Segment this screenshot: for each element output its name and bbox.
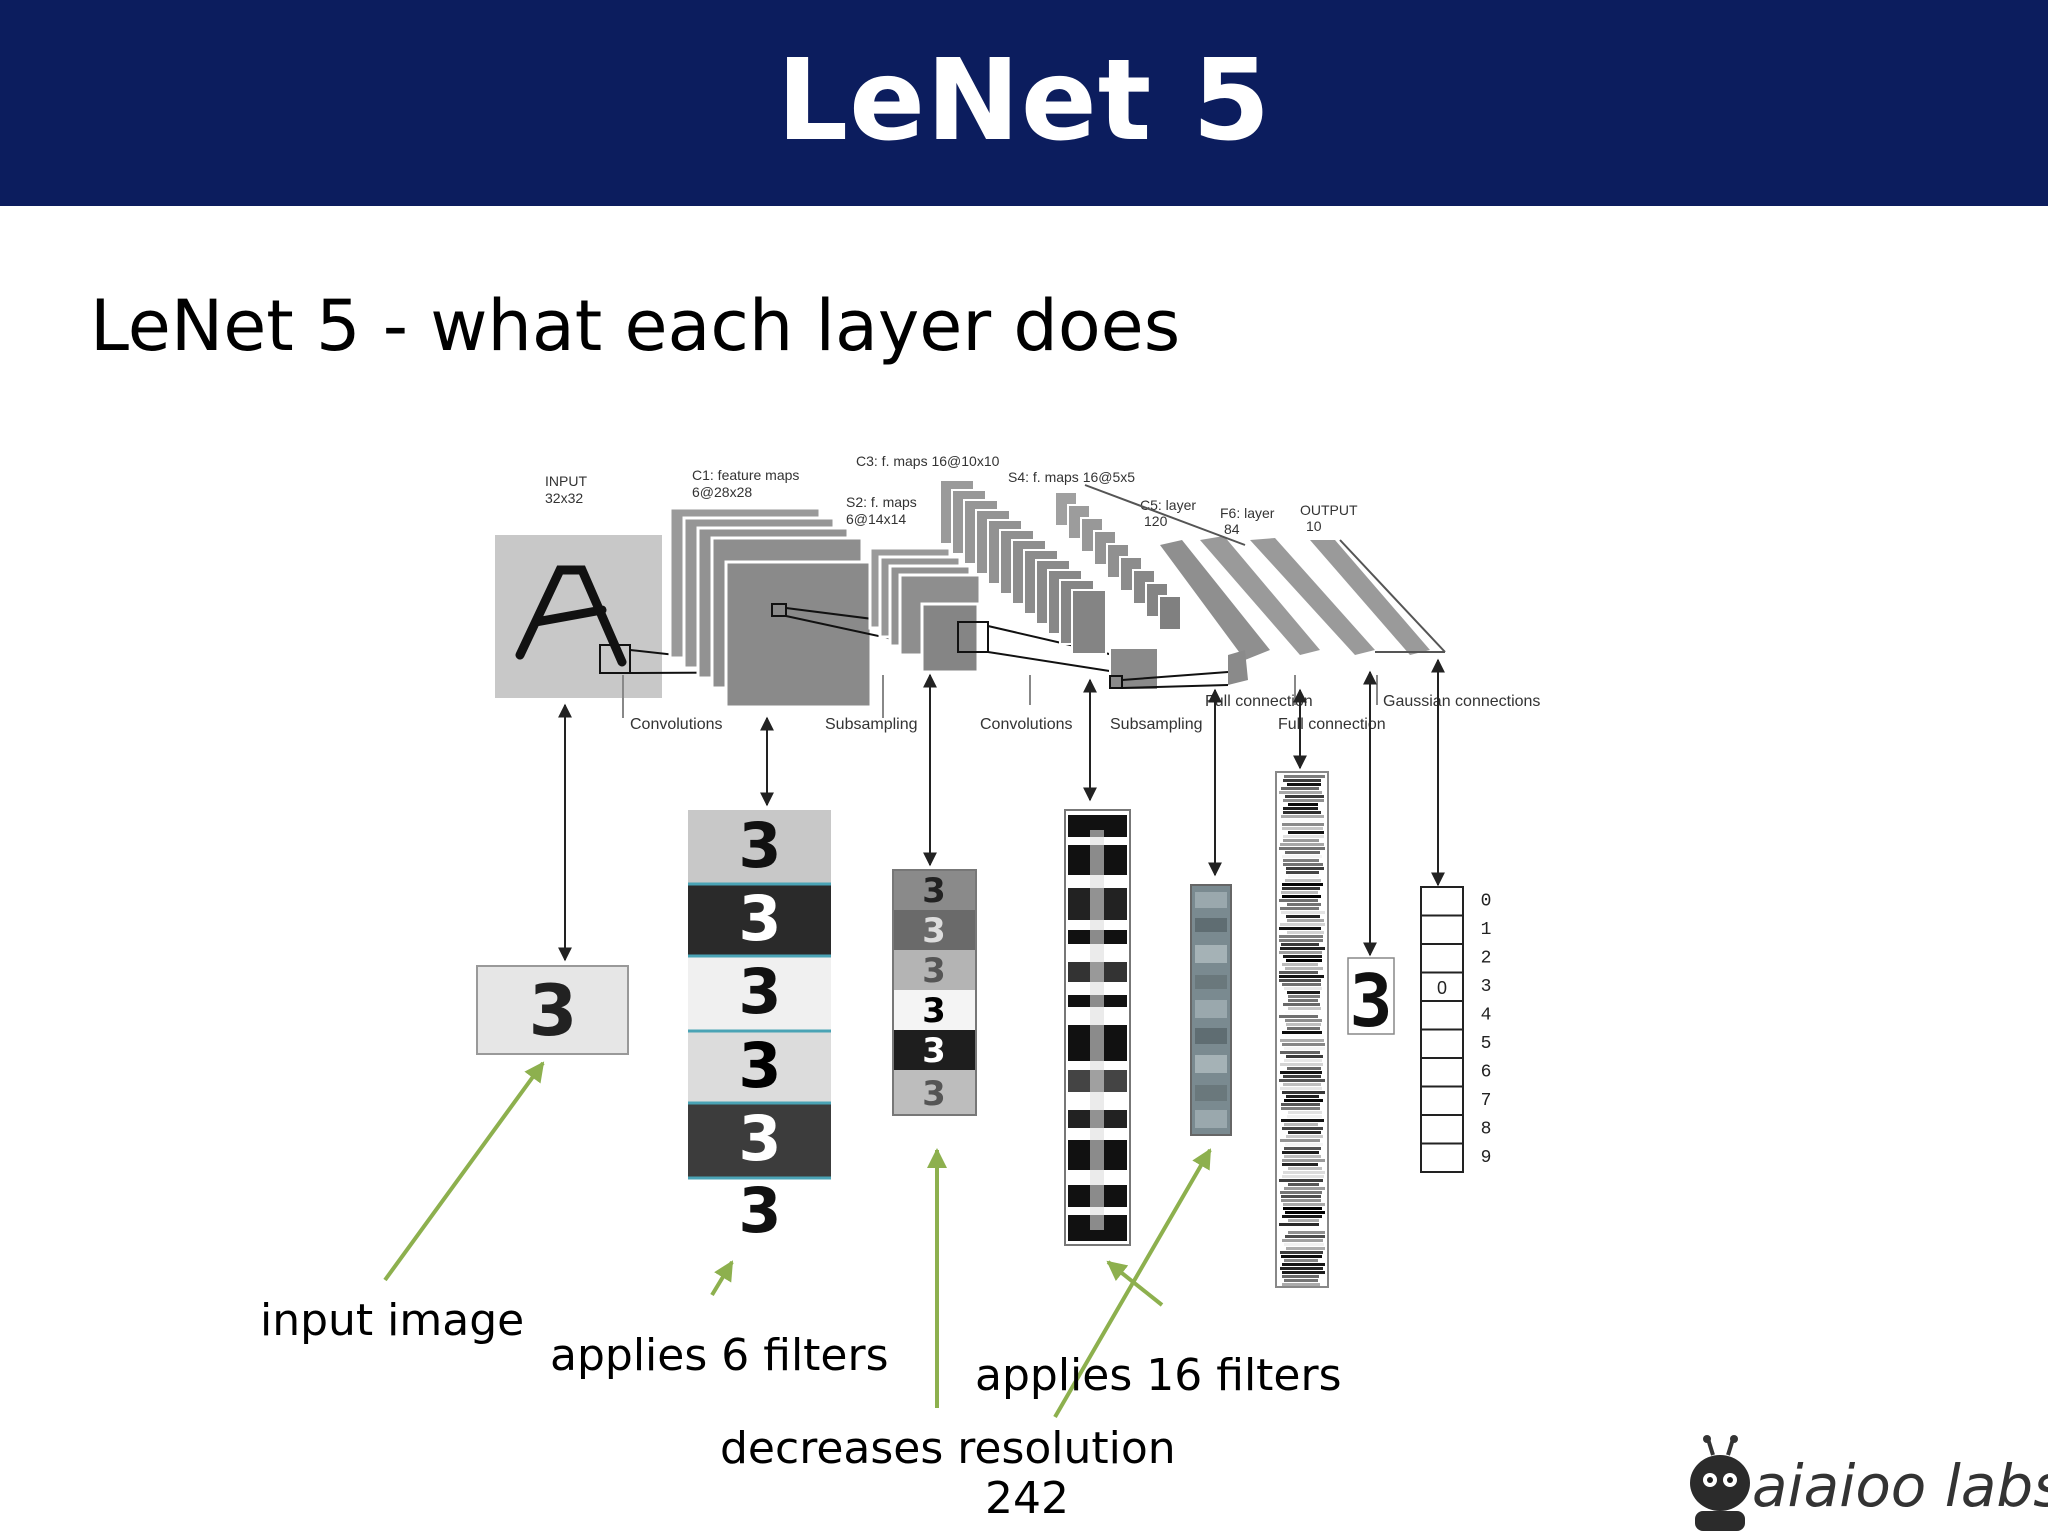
c5-label-line1: C5: layer [1140,497,1196,513]
op-convolutions-1: Convolutions [630,716,723,733]
op-gaussian: Gaussian connections [1383,693,1540,710]
s2-label-line1: S2: f. maps [846,494,917,510]
output-label-line2: 10 [1306,518,1322,534]
caption-applies-6: applies 6 filters [550,1330,889,1381]
robot-bee-icon [1690,1435,1750,1531]
receptive-field-input [599,644,631,674]
output-digit-label: 7 [1481,1091,1492,1111]
f6-activations [1275,771,1329,1288]
output-digit-label: 5 [1481,1034,1492,1054]
s2-activations: 3 3 3 3 3 3 [892,869,977,1116]
s2-map-digit-4: 3 [922,991,946,1031]
s2-map-digit-2: 3 [922,911,946,951]
c1-map-digit-3: 3 [738,955,781,1028]
title-bar: LeNet 5 [0,0,2048,206]
s2-map-digit-1: 3 [922,871,946,911]
caption-applies-16: applies 16 filters [975,1350,1342,1401]
s4-label: S4: f. maps 16@5x5 [1008,469,1135,485]
arrow-input-image [383,1061,545,1282]
op-convolutions-2: Convolutions [980,716,1073,733]
output-value: 0 [1437,978,1447,998]
c1-activations: 3 3 3 3 3 3 [688,809,831,1248]
full-connection-bands [1084,484,1446,685]
annotation-arrows [383,1061,1212,1419]
slide-subtitle: LeNet 5 - what each layer does [90,285,1181,367]
c3-activations [1064,809,1131,1246]
output-digit-label: 1 [1481,920,1492,940]
output-digit-label: 3 [1481,977,1492,997]
output-digit-label: 8 [1481,1120,1492,1140]
c5-digit-box [1347,957,1395,1035]
arrow-applies-16 [1106,1260,1164,1307]
operation-labels: Convolutions Subsampling Convolutions Su… [630,693,1540,733]
output-column: 0 1 2 3 4 5 6 7 8 9 [1420,886,1492,1173]
input-label-line1: INPUT [545,473,587,489]
page-number: 242 [985,1473,1069,1524]
output-digit-label: 0 [1481,892,1492,912]
c5-label-line2: 120 [1144,513,1168,529]
op-subsampling-1: Subsampling [825,716,918,733]
f6-label-line1: F6: layer [1220,505,1275,521]
input-digit: 3 [529,970,578,1052]
op-full-connection-1: Full connection [1205,693,1313,710]
c3-feature-maps [939,479,1107,655]
output-digit-label: 4 [1481,1006,1492,1026]
c1-map-digit-2: 3 [738,882,781,955]
c1-label-line2: 6@28x28 [692,484,752,500]
architecture-header: INPUT 32x32 C1: feature maps 6@28x28 C3:… [545,453,1358,537]
c1-map-digit-5: 3 [738,1102,781,1175]
output-label-line1: OUTPUT [1300,502,1358,518]
arrow-applies-6 [710,1260,734,1297]
c5-digit: 3 [1349,959,1392,1043]
input-label-line2: 32x32 [545,490,583,506]
output-digit-label: 9 [1481,1148,1492,1168]
c1-feature-maps [668,506,873,709]
logo-text: aiaioo labs [1752,1452,2048,1520]
s2-feature-maps [868,546,982,674]
c1-map-digit-4: 3 [738,1029,781,1102]
s2-map-digit-6: 3 [922,1074,946,1114]
c1-map-digit-1: 3 [738,809,781,882]
caption-input-image: input image [260,1295,525,1346]
input-glyph-a [515,565,627,667]
op-subsampling-2: Subsampling [1110,716,1203,733]
c1-map-digit-6: 3 [738,1174,781,1247]
c3-label: C3: f. maps 16@10x10 [856,453,1000,469]
s4-activations [1190,884,1232,1136]
layer-correspondence-arrows [558,658,1445,962]
c1-label-line1: C1: feature maps [692,467,799,483]
s2-label-line2: 6@14x14 [846,511,906,527]
input-digit-image [476,965,629,1055]
s2-map-digit-3: 3 [922,951,946,991]
s2-map-digit-5: 3 [922,1031,946,1071]
output-digit-label: 6 [1481,1063,1492,1083]
caption-decreases: decreases resolution [720,1423,1176,1474]
output-digit-label: 2 [1481,949,1492,969]
f6-label-line2: 84 [1224,521,1240,537]
s4-feature-maps [1054,491,1182,691]
slide-title: LeNet 5 [776,36,1272,166]
